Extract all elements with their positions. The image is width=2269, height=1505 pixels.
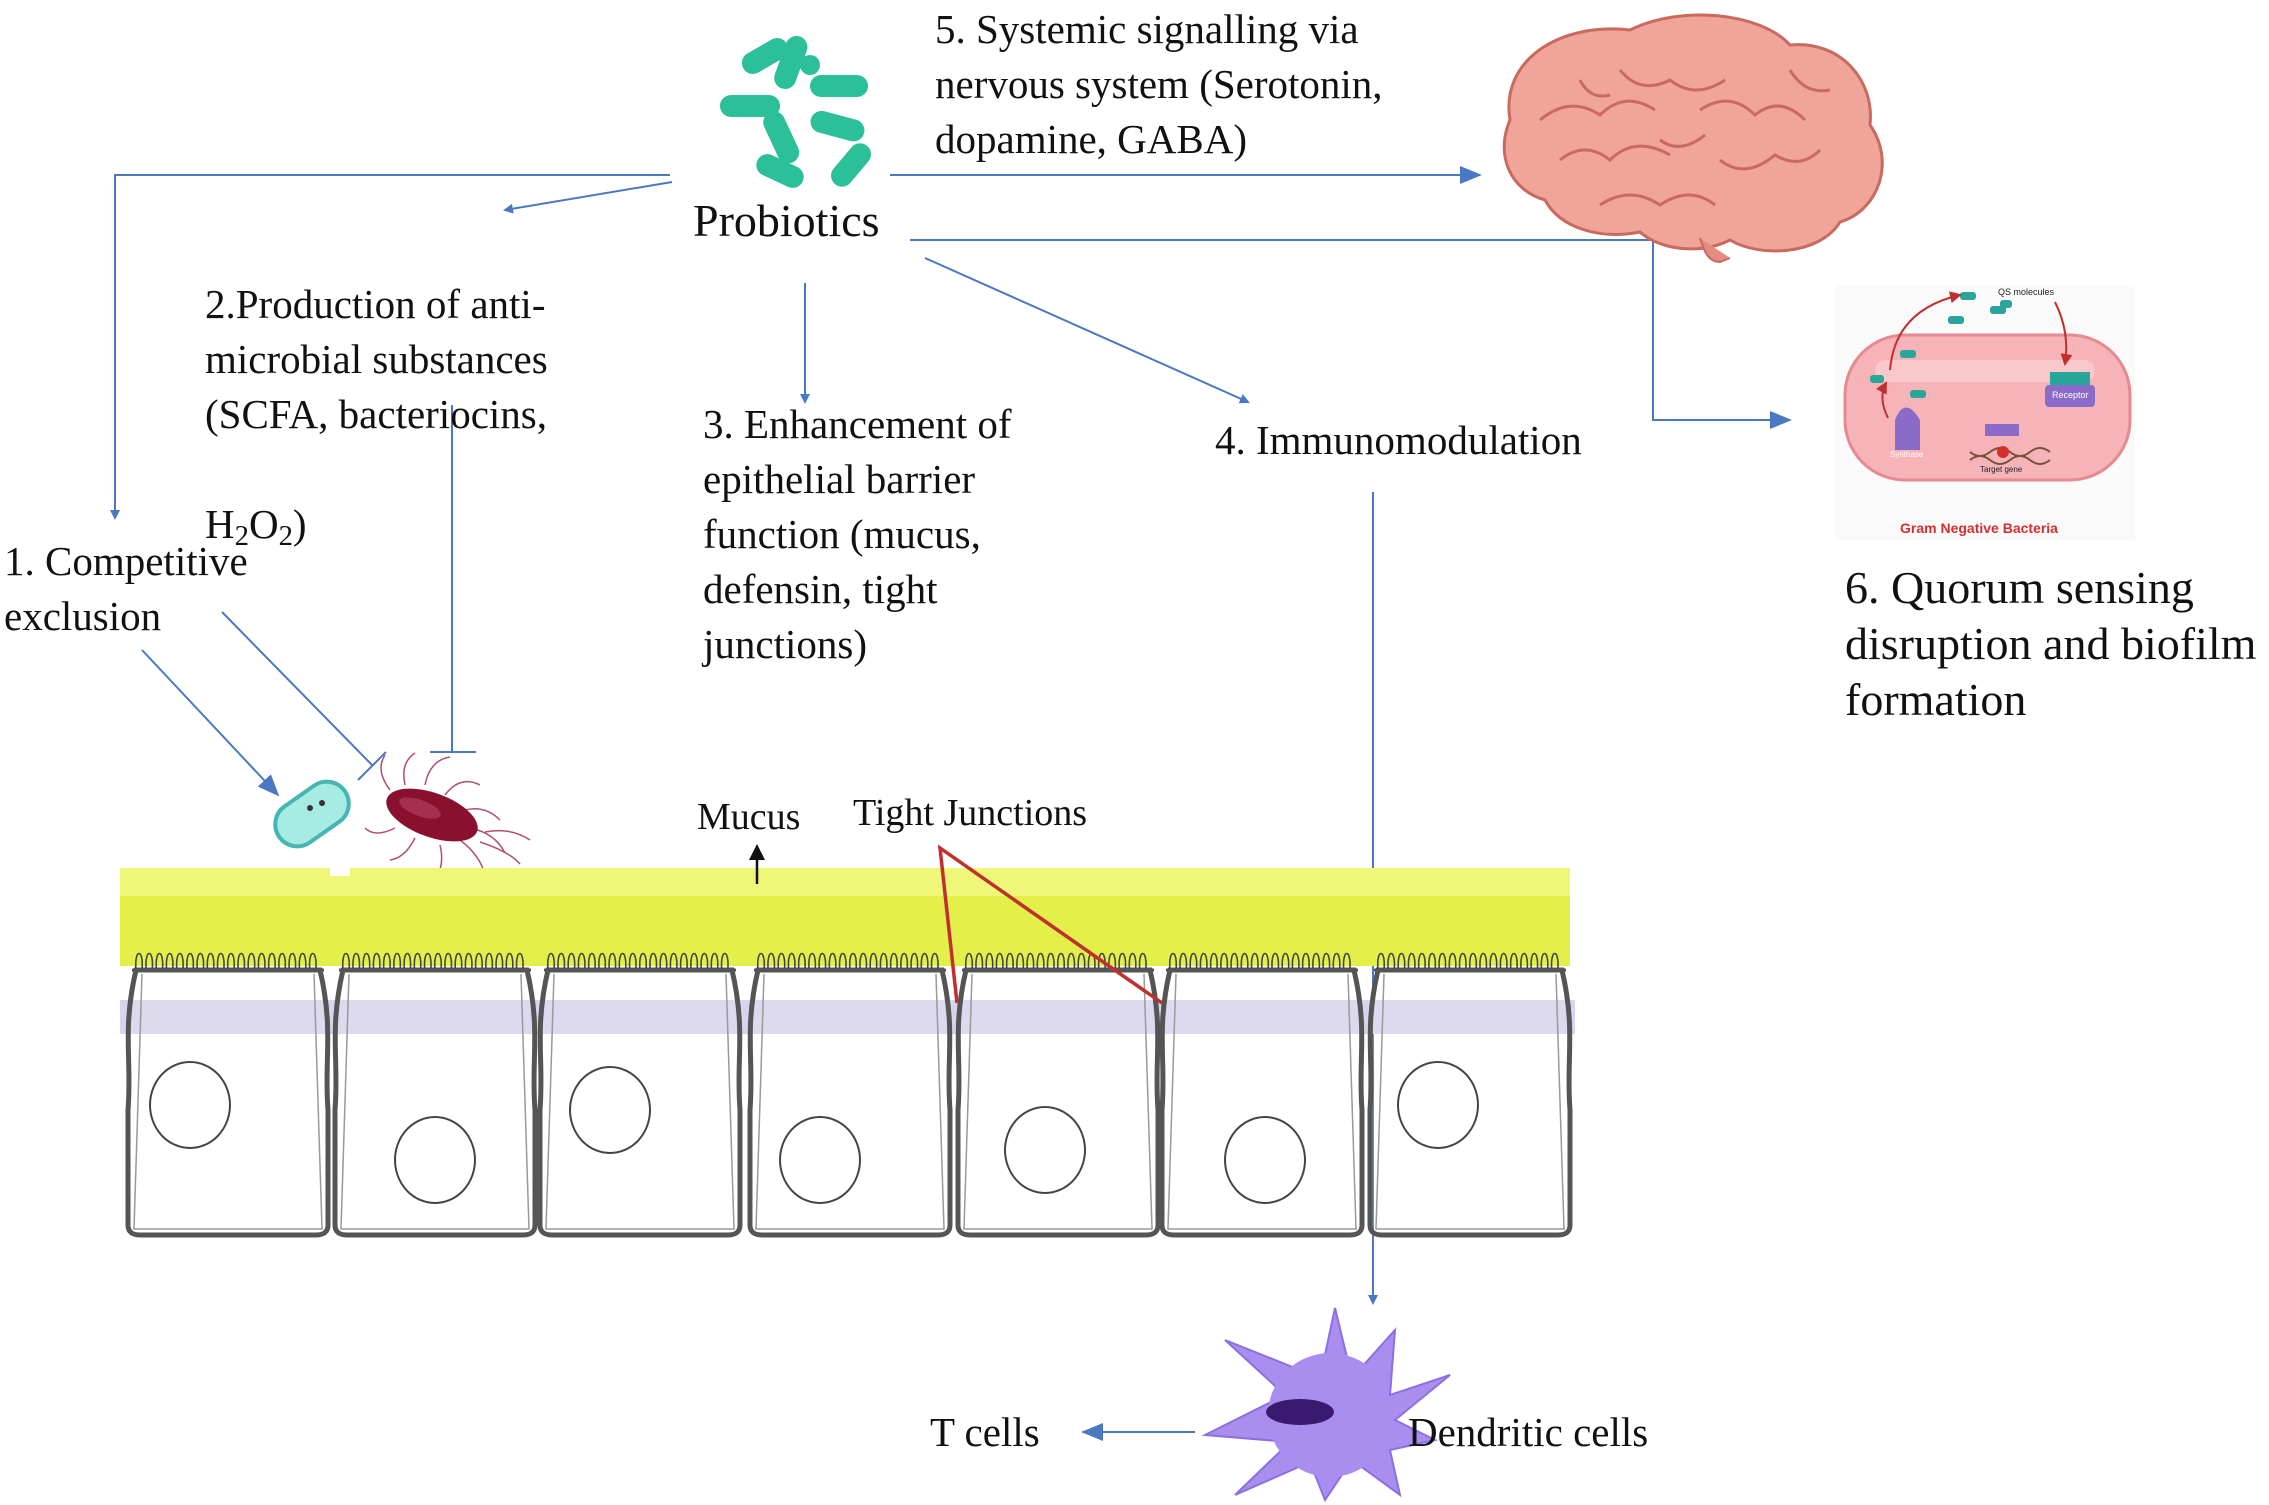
epithelial-cell bbox=[955, 952, 1161, 1238]
microvilli bbox=[1168, 952, 1351, 971]
microvilli bbox=[546, 952, 729, 971]
cell-nucleus bbox=[779, 1116, 861, 1204]
cell-nucleus bbox=[149, 1061, 231, 1149]
receptor-label: Receptor bbox=[2052, 390, 2089, 400]
lateral-band bbox=[120, 1000, 1575, 1034]
microvilli bbox=[1376, 952, 1559, 971]
qs-molecules-label: QS molecules bbox=[1998, 287, 2055, 297]
mechanism-1-label: 1. Competitive exclusion bbox=[4, 538, 248, 639]
dendritic-cell-icon bbox=[1201, 1307, 1451, 1503]
target-gene-label: Target gene bbox=[1980, 465, 2023, 474]
probiotics-label: Probiotics bbox=[693, 195, 880, 246]
epithelial-cell bbox=[125, 952, 331, 1238]
cell-nucleus bbox=[569, 1066, 651, 1154]
microvilli bbox=[341, 952, 524, 971]
probiotic-bacterium-icon bbox=[273, 779, 351, 849]
arrow-exclusion-to-probiotic bbox=[141, 649, 280, 797]
synthase-label: Synthase bbox=[1890, 450, 1924, 459]
epithelial-cell bbox=[747, 952, 953, 1238]
epithelial-cell bbox=[537, 952, 743, 1238]
brain-icon bbox=[1502, 13, 1884, 264]
epithelial-cells bbox=[125, 952, 1573, 1238]
arrow-to-competitive-exclusion bbox=[110, 174, 670, 520]
mechanism-2-text: 2.Production of anti- microbial substanc… bbox=[205, 281, 548, 437]
mechanism-5-label: 5. Systemic signalling via nervous syste… bbox=[935, 6, 1383, 162]
mucus-layer bbox=[120, 868, 1570, 966]
tight-junction-marker bbox=[937, 844, 1164, 1005]
tight-junctions-label: Tight Junctions bbox=[853, 792, 1088, 834]
arrow-to-immunomodulation bbox=[924, 257, 1250, 404]
dendritic-cells-label: Dendritic cells bbox=[1408, 1409, 1649, 1455]
arrow-to-quorum bbox=[910, 239, 1792, 429]
inhibit-bar-exclusion bbox=[357, 751, 387, 781]
h2o2-formula: H2O2) bbox=[205, 501, 307, 553]
probiotics-icon bbox=[720, 35, 871, 188]
pathogen-bacterium-icon bbox=[364, 752, 531, 881]
microvilli bbox=[756, 952, 939, 971]
cell-nucleus bbox=[394, 1116, 476, 1204]
cell-nucleus bbox=[1397, 1061, 1479, 1149]
epithelial-cell bbox=[1159, 952, 1365, 1238]
inhibit-line-exclusion bbox=[221, 611, 373, 766]
t-cells-label: T cells bbox=[930, 1409, 1040, 1455]
quorum-inset bbox=[1835, 285, 2135, 540]
cell-nucleus bbox=[1004, 1106, 1086, 1194]
mucus-label: Mucus bbox=[697, 796, 801, 838]
epithelial-cell bbox=[332, 952, 538, 1238]
arrow-to-antimicrobial bbox=[503, 181, 673, 214]
cell-nucleus bbox=[1224, 1116, 1306, 1204]
mechanism-3-label: 3. Enhancement of epithelial barrier fun… bbox=[703, 401, 1012, 667]
mechanism-4-label: 4. Immunomodulation bbox=[1215, 417, 1582, 463]
epithelial-cell bbox=[1367, 952, 1573, 1238]
gram-negative-caption: Gram Negative Bacteria bbox=[1900, 520, 2058, 536]
mechanism-2-label: 2.Production of anti- microbial substanc… bbox=[205, 222, 548, 564]
mechanism-6-label: 6. Quorum sensing disruption and biofilm… bbox=[1845, 562, 2257, 725]
microvilli bbox=[134, 952, 317, 971]
